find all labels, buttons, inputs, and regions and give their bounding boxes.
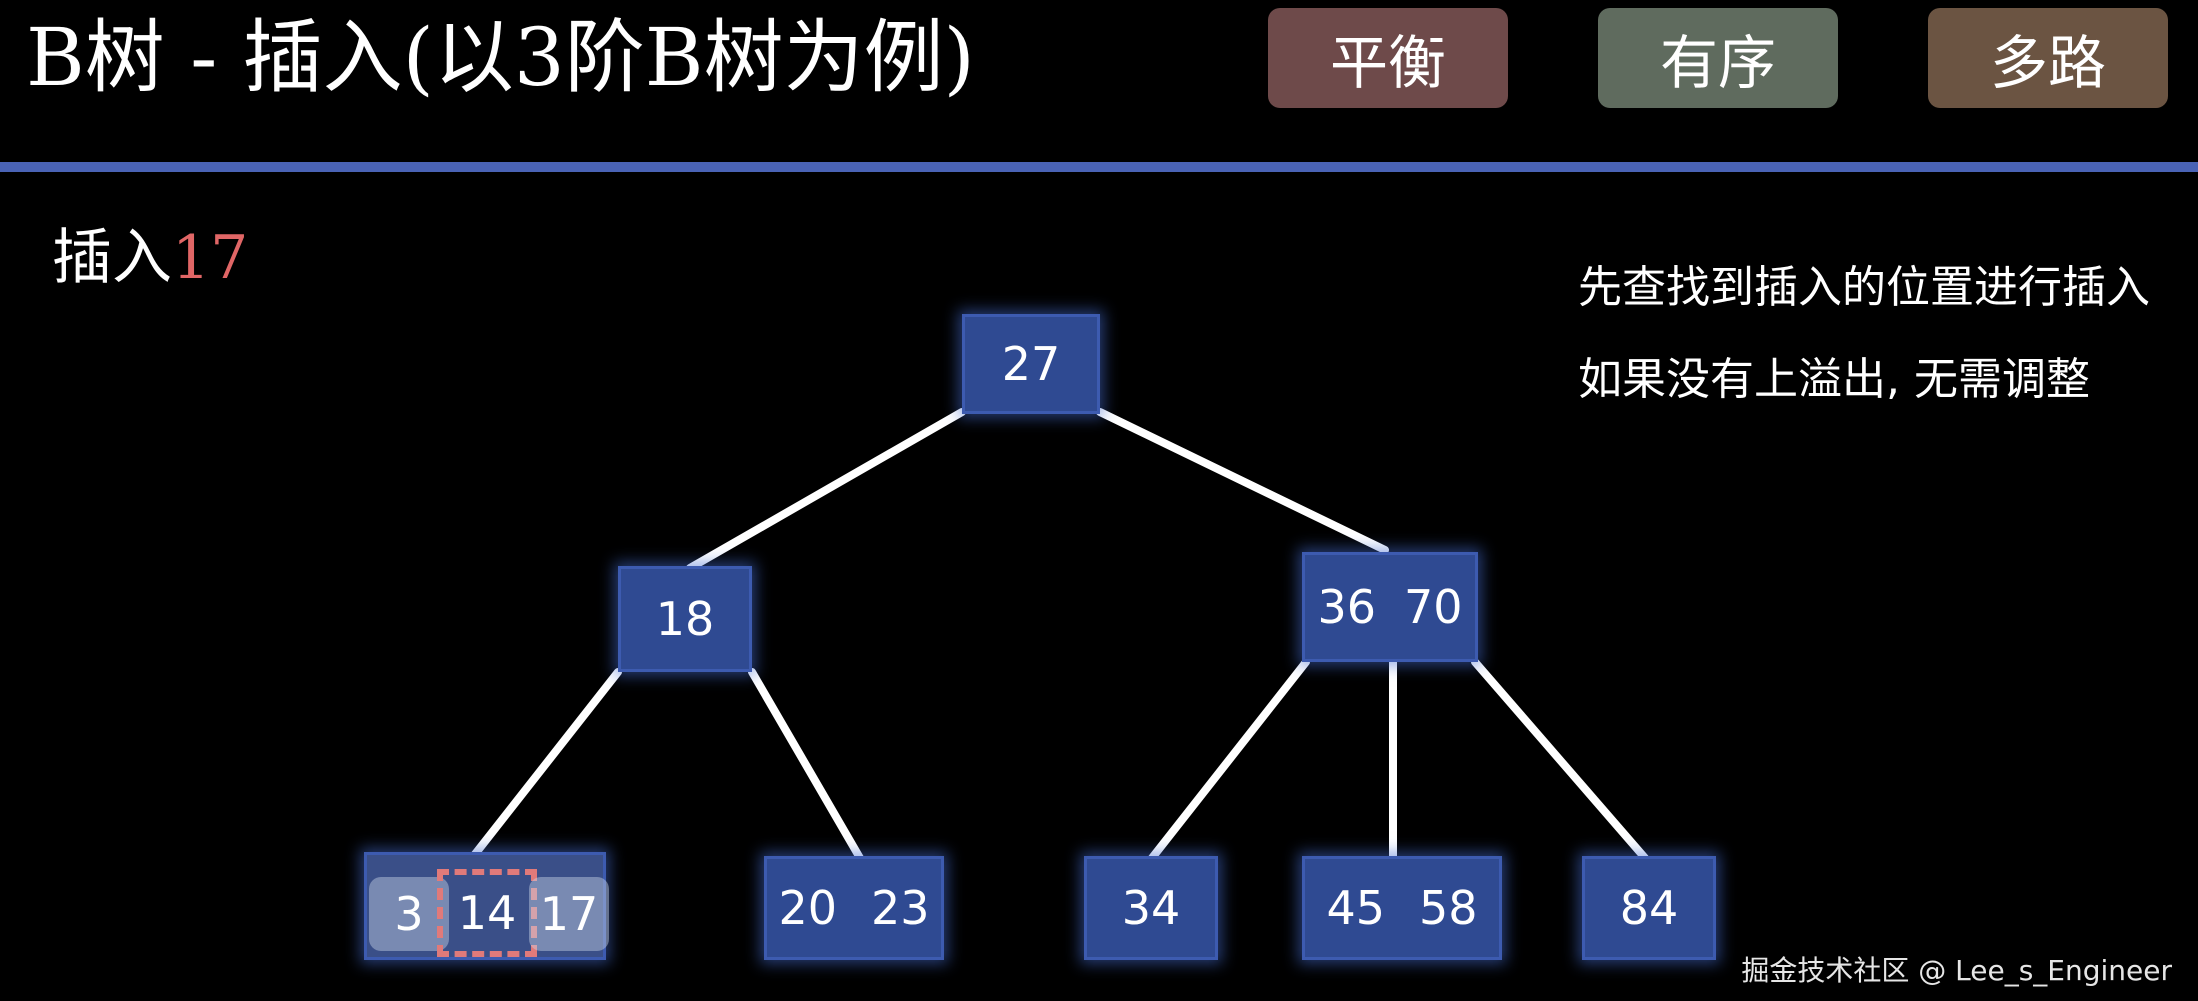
tree-node-root: 27 <box>962 314 1100 414</box>
key-23: 23 <box>871 881 930 935</box>
page-title: B树 - 插入(以3阶B树为例) <box>26 11 975 104</box>
key-36: 36 <box>1317 580 1376 634</box>
edge-3670-leaf4 <box>1471 658 1649 862</box>
key-17-inserted: 17 <box>529 877 609 951</box>
edge-3670-leaf2 <box>1148 658 1310 862</box>
key-84: 84 <box>1619 881 1679 935</box>
key-70: 70 <box>1404 580 1463 634</box>
key-58: 58 <box>1419 881 1478 935</box>
edge-18-leaf0 <box>468 668 622 862</box>
edge-root-left <box>686 408 966 572</box>
tree-node-36-70: 36 70 <box>1302 552 1478 662</box>
watermark: 掘金技术社区 @ Lee_s_Engineer <box>1741 954 2172 987</box>
key-3: 3 <box>369 877 449 951</box>
tree-leaf-20-23: 20 23 <box>764 856 944 960</box>
key-20: 20 <box>778 881 837 935</box>
note-line-2: 如果没有上溢出, 无需调整 <box>1578 354 2090 405</box>
tag-balanced: 平衡 <box>1268 8 1508 108</box>
note-line-1: 先查找到插入的位置进行插入 <box>1578 262 2150 313</box>
tag-multiway: 多路 <box>1928 8 2168 108</box>
edge-root-right <box>1096 408 1389 554</box>
step-value: 17 <box>172 223 249 293</box>
step-prefix: 插入 <box>52 223 172 293</box>
key-14-highlight: 14 <box>437 869 537 957</box>
tree-node-18: 18 <box>618 566 752 672</box>
tag-ordered: 有序 <box>1598 8 1838 108</box>
key-27: 27 <box>1001 337 1061 391</box>
key-18: 18 <box>655 592 715 646</box>
tree-leaf-insert-target: 3 14 17 <box>364 852 609 960</box>
edge-18-leaf1 <box>748 668 864 862</box>
key-45: 45 <box>1326 881 1385 935</box>
header-divider <box>0 162 2198 172</box>
tree-leaf-45-58: 45 58 <box>1302 856 1502 960</box>
tree-leaf-84: 84 <box>1582 856 1716 960</box>
key-34: 34 <box>1121 881 1181 935</box>
step-label: 插入17 <box>52 218 248 298</box>
tree-leaf-34: 34 <box>1084 856 1218 960</box>
